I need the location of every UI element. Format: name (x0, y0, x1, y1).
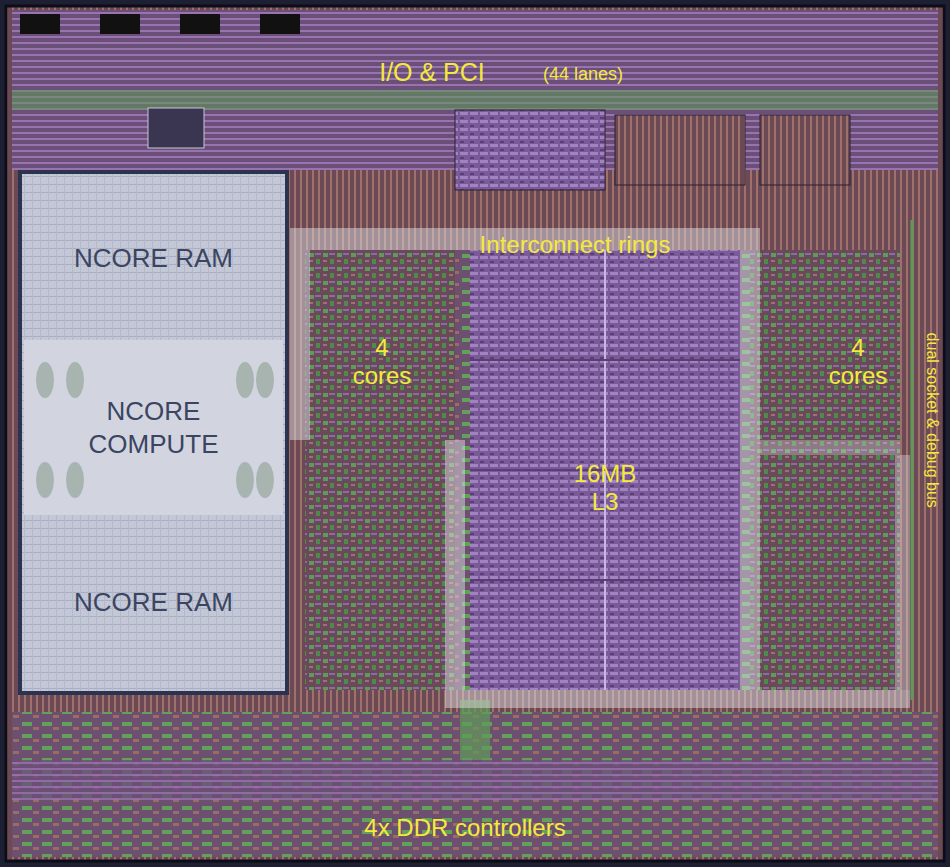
ncore-band: NCORE RAM (24, 176, 283, 340)
region-label: I/O & PCI (379, 58, 485, 87)
block-label: NCORE RAM (74, 242, 234, 275)
block-label: NCORE RAM (74, 586, 234, 619)
region-label: 4x DDR controllers (364, 814, 565, 842)
region-label: Interconnect rings (480, 231, 671, 259)
region-label: 4 cores (823, 334, 893, 389)
region-label: (44 lanes) (543, 64, 623, 85)
region-label: 16MB L3 (570, 460, 640, 515)
ncore-band: NCORE COMPUTE (24, 340, 283, 515)
bus-label: dual socket & debug bus (923, 332, 941, 507)
block-label: NCORE COMPUTE (74, 395, 234, 460)
region-label: 4 cores (347, 334, 417, 389)
ncore-band: NCORE RAM (24, 515, 283, 689)
